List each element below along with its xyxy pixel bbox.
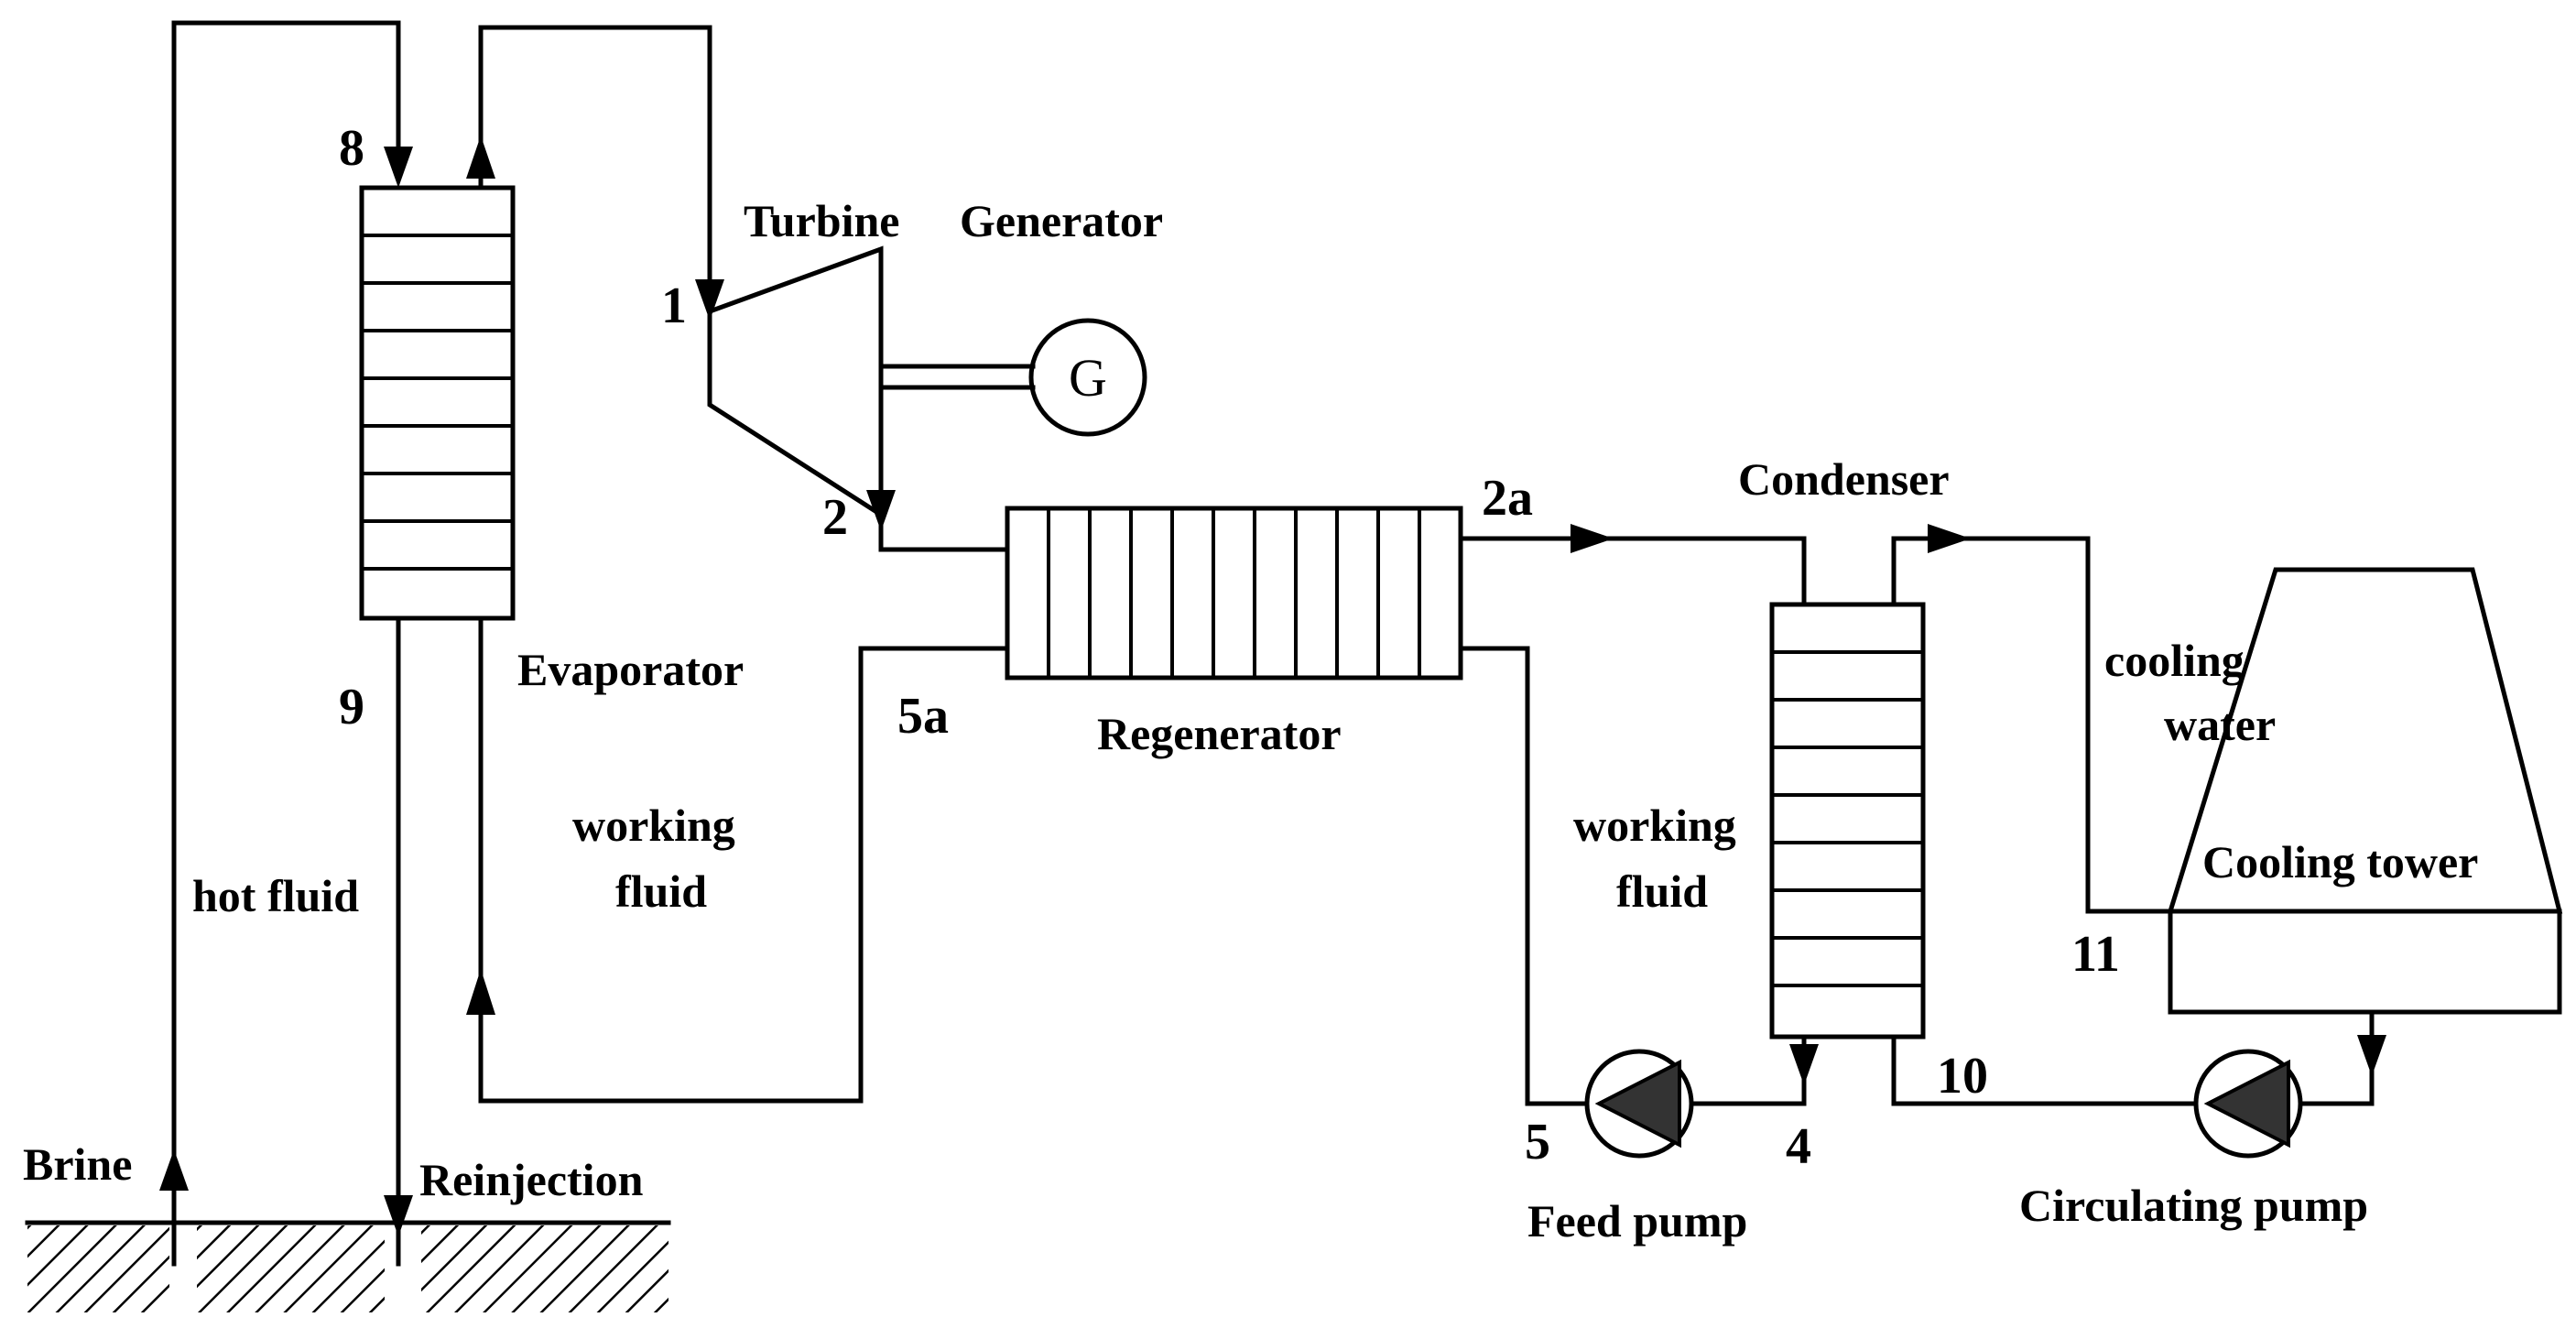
reinjection-down-arrow [384, 1195, 413, 1236]
brine-label: Brine [23, 1138, 132, 1190]
working-fluid-left-line1: working [572, 800, 735, 851]
state-1: 1 [661, 278, 687, 334]
regenerator-to-condenser-line [1458, 524, 1807, 607]
state-8: 8 [339, 120, 364, 177]
state-4-arrow [1789, 1044, 1819, 1085]
cooling-tower-label: Cooling tower [2202, 836, 2478, 887]
evap-to-turbine-line [466, 25, 724, 321]
generator-circle [1028, 318, 1147, 437]
brine-loop [159, 20, 413, 1267]
turbine-to-regenerator-line [866, 490, 1010, 552]
brine-up-arrow [159, 1149, 189, 1191]
generator-label: Generator [960, 195, 1163, 246]
cooling-water-loop [1891, 524, 2386, 1106]
state-9: 9 [339, 679, 364, 735]
working-fluid-left-line2: fluid [615, 865, 707, 917]
circulating-pump-label: Circulating pump [2019, 1180, 2368, 1231]
evap-inlet-up-arrow [466, 969, 495, 1015]
hot-fluid-label: hot fluid [192, 870, 359, 921]
circulating-pump-triangle-icon [2203, 1059, 2290, 1148]
condenser [1769, 602, 1926, 1040]
state-2a: 2a [1482, 470, 1533, 527]
working-fluid-right-line1: working [1573, 800, 1736, 851]
feed-pump [1584, 1049, 1694, 1159]
cooling-water-label-line2: water [2164, 699, 2276, 750]
state-2-arrow [866, 490, 896, 531]
ground [25, 1220, 671, 1312]
state-4: 4 [1786, 1118, 1811, 1175]
feed-line [1458, 646, 1819, 1106]
cooling-tower [2167, 567, 2563, 1015]
cooling-water-arrow [1928, 524, 1971, 553]
turbine [707, 245, 884, 519]
generator-symbol: G [1069, 348, 1107, 408]
regenerator-label: Regenerator [1097, 708, 1342, 759]
generator: G [878, 318, 1147, 437]
circulating-pump [2193, 1049, 2303, 1159]
feed-pump-triangle-icon [1594, 1059, 1681, 1148]
condenser-label: Condenser [1738, 453, 1950, 505]
turbine-label: Turbine [744, 195, 899, 246]
labels: Turbine Generator Evaporator Regenerator… [23, 195, 2478, 1246]
state-10: 10 [1937, 1048, 1988, 1105]
state-8-down-arrow [384, 147, 413, 188]
reinjection-label: Reinjection [419, 1154, 644, 1205]
tower-outlet-arrow [2357, 1035, 2386, 1076]
state-2: 2 [822, 489, 848, 546]
evaporator-label: Evaporator [517, 644, 744, 695]
feed-pump-label: Feed pump [1527, 1195, 1747, 1246]
state-11: 11 [2071, 926, 2120, 983]
state-1-arrow [695, 279, 724, 321]
state-5: 5 [1525, 1114, 1550, 1170]
regenerator-to-evaporator-line [466, 615, 1010, 1104]
state-5a: 5a [897, 688, 949, 745]
regenerator [1005, 506, 1463, 680]
state-2a-arrow [1571, 524, 1614, 553]
cooling-water-label-line1: cooling [2104, 635, 2244, 686]
state-numbers: 1 2 2a 4 5 5a 8 9 10 11 [339, 120, 2120, 1175]
working-fluid-right-line2: fluid [1616, 865, 1708, 917]
evaporator [359, 185, 516, 621]
evap-outlet-up-arrow [466, 136, 495, 179]
